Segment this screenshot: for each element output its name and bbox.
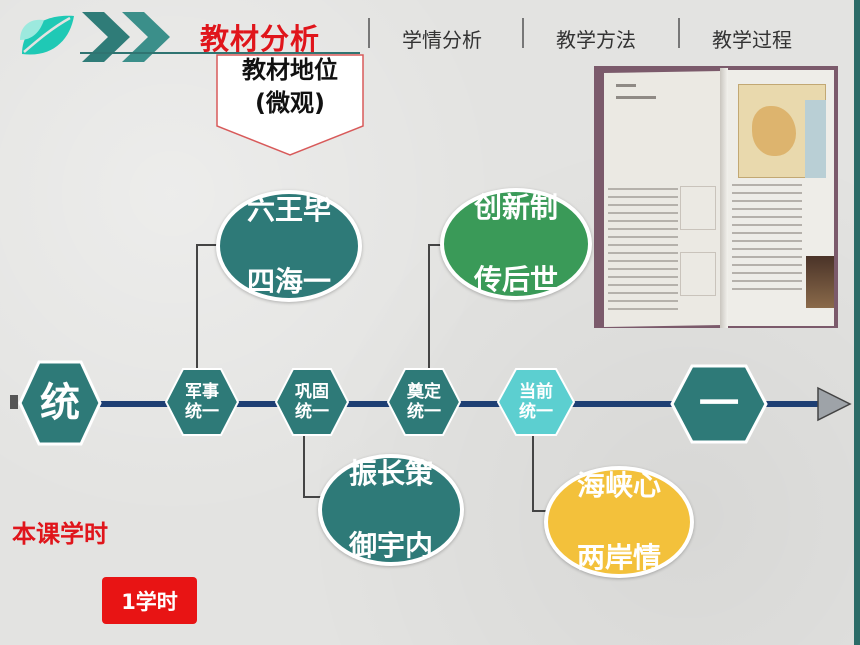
- chapter-heading-graphic: [616, 84, 656, 99]
- axis-stub: [10, 395, 18, 409]
- timeline-end-hexagon: 一: [670, 364, 768, 444]
- hexagon-shape: [386, 368, 462, 436]
- bubble-line-1: 海峡心: [576, 469, 661, 502]
- node-line-2: 统一: [519, 402, 553, 422]
- bubble-line-1: 创新制: [473, 191, 558, 224]
- timeline-node-current[interactable]: 当前统一: [496, 367, 576, 437]
- bubble-text: 振长策御宇内: [343, 456, 439, 564]
- arrow-right-icon: [817, 386, 852, 422]
- bubble-line-2: 传后世: [473, 263, 558, 296]
- connector-line: [196, 244, 218, 372]
- timeline-node-label: 奠定统一: [407, 382, 441, 422]
- tab-learning-analysis[interactable]: 学情分析: [402, 28, 482, 52]
- bubble-innovate-system: 创新制传后世: [440, 188, 592, 300]
- chevron-right-icon: [122, 12, 170, 62]
- node-line-1: 奠定: [407, 382, 441, 402]
- timeline-node-label: 巩固统一: [295, 382, 329, 422]
- nav-divider: [678, 18, 680, 48]
- leaf-decoration-icon: [20, 15, 74, 55]
- timeline-node-foundation[interactable]: 奠定统一: [386, 367, 462, 437]
- bubble-text: 六王毕四海一: [241, 192, 337, 300]
- bubble-text: 海峡心两岸情: [571, 468, 667, 576]
- timeline-start-label: 统: [40, 380, 80, 426]
- lesson-hours-label: 本课学时: [12, 520, 108, 548]
- node-line-1: 军事: [185, 382, 219, 402]
- textbook-sidebar-box: [680, 186, 716, 230]
- nav-divider: [368, 18, 370, 48]
- timeline-end-label: 一: [699, 381, 739, 427]
- tab-teaching-process[interactable]: 教学过程: [712, 28, 792, 52]
- connector-line: [303, 432, 325, 498]
- timeline-node-consolidate[interactable]: 巩固统一: [274, 367, 350, 437]
- header-underline: [80, 52, 360, 54]
- hexagon-shape: [496, 368, 576, 436]
- timeline-start-hexagon: 统: [18, 360, 102, 446]
- bubble-line-2: 御宇内: [348, 529, 433, 562]
- tab-teaching-methods[interactable]: 教学方法: [556, 28, 636, 52]
- hexagon-shape: [670, 364, 768, 444]
- bubble-line-1: 六王毕: [246, 193, 331, 226]
- textbook-fold: [720, 68, 728, 328]
- textbook-text-lines: [608, 184, 802, 310]
- right-border: [854, 0, 860, 645]
- bubble-unify-six-states: 六王毕四海一: [216, 190, 362, 302]
- callout-line-1: 教材地位: [242, 56, 338, 84]
- nav-divider: [522, 18, 524, 48]
- bubble-line-1: 振长策: [348, 457, 433, 490]
- bubble-text: 创新制传后世: [468, 190, 564, 298]
- callout-shape: [216, 54, 364, 156]
- bubble-cross-strait: 海峡心两岸情: [544, 466, 694, 578]
- timeline-node-military[interactable]: 军事统一: [164, 367, 240, 437]
- connector-line: [532, 436, 554, 512]
- hexagon-shape: [164, 368, 240, 436]
- callout-line-2: (微观): [255, 89, 325, 117]
- textbook-sidebar-box: [680, 252, 716, 296]
- textbook-map-sea: [805, 100, 826, 178]
- node-line-2: 统一: [407, 402, 441, 422]
- textbook-map-territory: [752, 106, 796, 156]
- connector-line: [428, 244, 446, 368]
- callout-title: 教材地位 (微观): [216, 54, 364, 120]
- timeline-node-label: 当前统一: [519, 382, 553, 422]
- hexagon-shape: [274, 368, 350, 436]
- node-line-1: 巩固: [295, 382, 329, 402]
- hexagon-shape: [18, 360, 102, 446]
- bubble-rule-empire: 振长策御宇内: [318, 454, 464, 566]
- node-line-2: 统一: [185, 402, 219, 422]
- bubble-line-2: 两岸情: [576, 541, 661, 574]
- timeline-node-label: 军事统一: [185, 382, 219, 422]
- bubble-line-2: 四海一: [246, 265, 331, 298]
- tab-textbook-analysis[interactable]: 教材分析: [200, 22, 321, 56]
- node-line-2: 统一: [295, 402, 329, 422]
- lesson-hours-badge: 1学时: [102, 577, 197, 624]
- textbook-portrait: [806, 256, 834, 308]
- node-line-1: 当前: [519, 382, 553, 402]
